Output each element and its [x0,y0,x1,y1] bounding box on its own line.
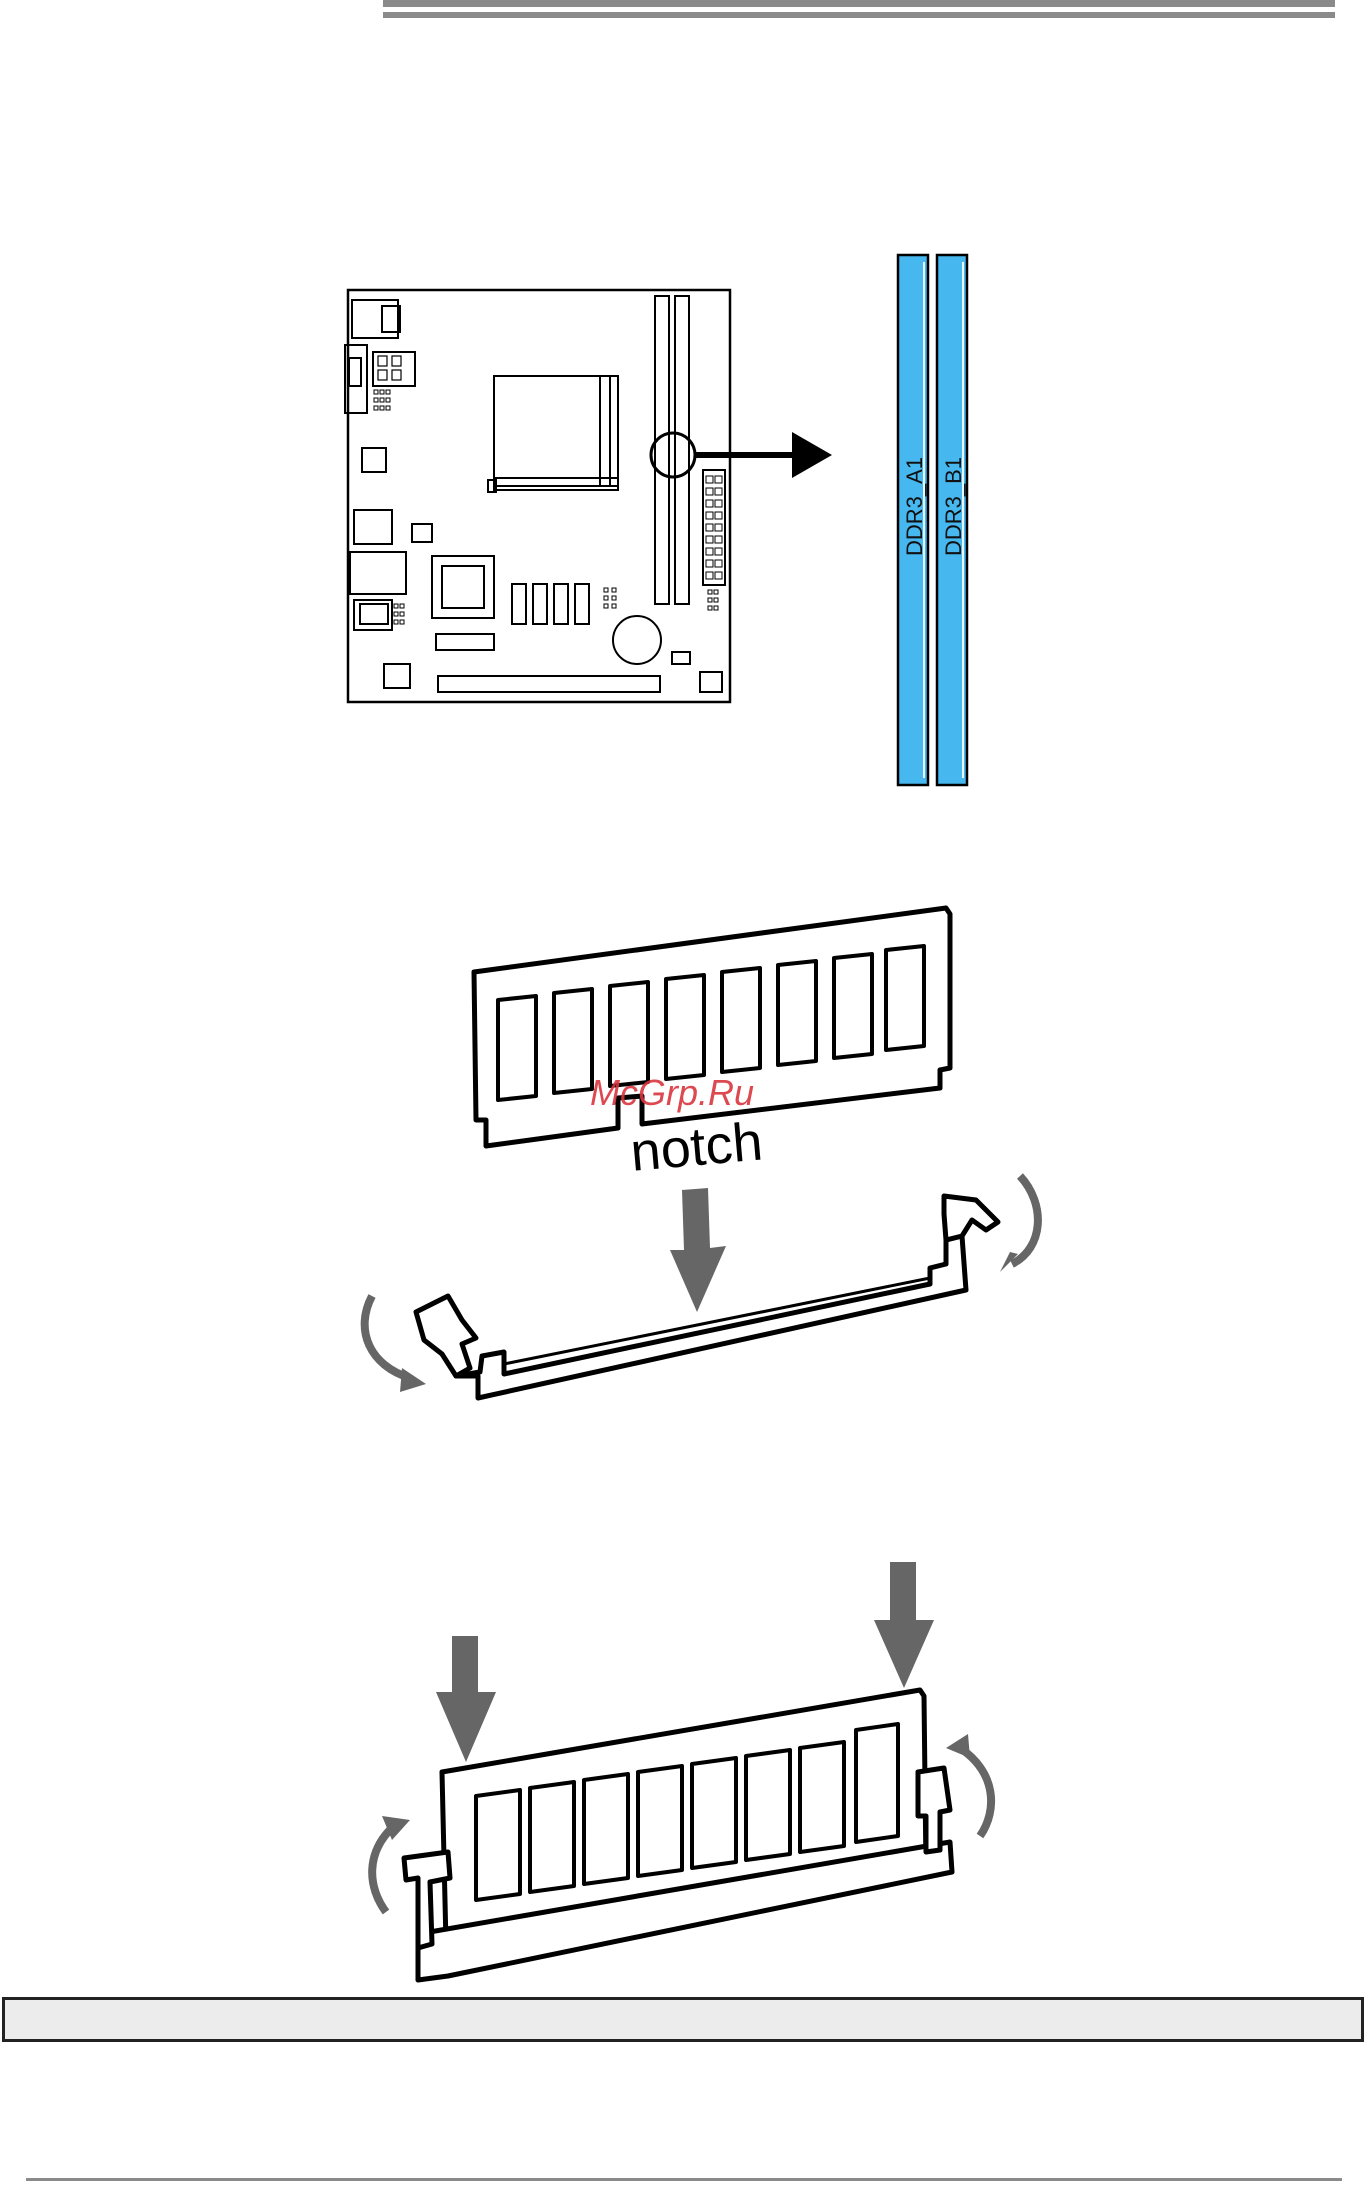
rotate-arrow-right [1012,1176,1038,1264]
cmos-battery [613,616,661,664]
notch-label: notch [628,1110,765,1183]
press-arrow-right [874,1562,934,1688]
press-arrow-left [436,1636,496,1762]
board-dimm-b [675,296,689,604]
motherboard-diagram [345,290,730,702]
footer-rule [26,2178,1342,2181]
zoom-arrow-head [792,432,832,478]
small-chip [362,448,386,472]
watermark: McGrp.Ru [590,1072,754,1114]
cpu-socket [494,376,610,486]
board-dimm-a [655,296,669,604]
memory-module-step2 [404,1690,952,1980]
close-arrow-right [960,1748,991,1836]
insert-arrow [670,1188,726,1312]
slot-label-b1: DDR3_B1 [941,457,967,556]
rotate-arrow-left [365,1296,410,1378]
pcie-slot [438,676,660,692]
note-bar [2,1997,1364,2042]
slot-label-a1: DDR3_A1 [902,457,928,556]
sata-port [512,584,526,624]
